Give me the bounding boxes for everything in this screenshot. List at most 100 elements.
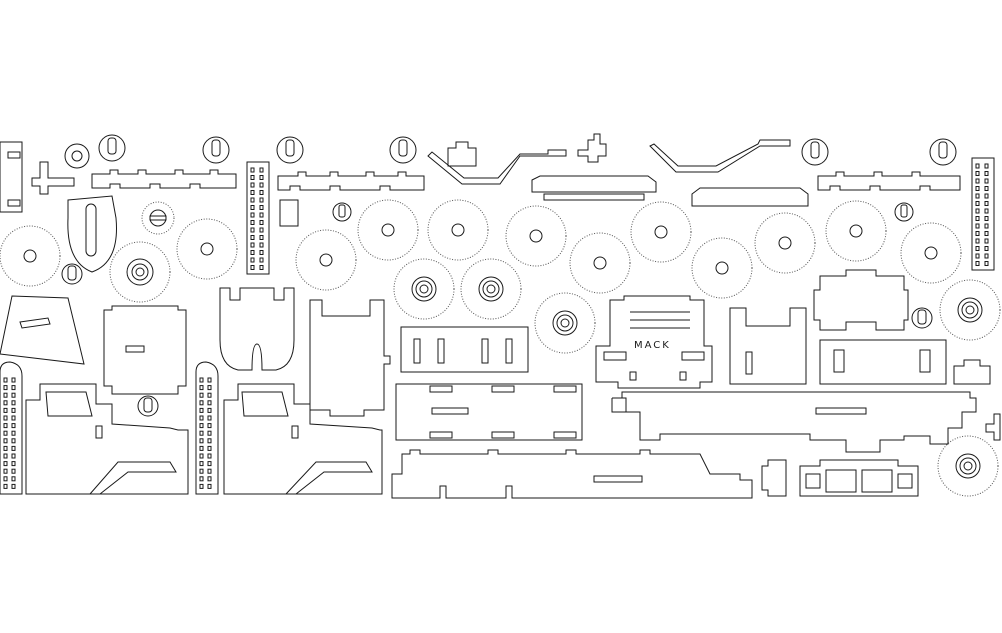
- perforation-hole: [199, 476, 204, 482]
- perforation-hole: [199, 392, 204, 398]
- perforation-hole: [199, 438, 204, 444]
- perforation-hole: [11, 445, 16, 451]
- perforation-hole: [259, 227, 264, 233]
- small-tab-part: [279, 199, 299, 227]
- clip-part: [985, 413, 1001, 441]
- perforation-hole: [984, 163, 989, 169]
- perforation-hole: [199, 385, 204, 391]
- grille-part: MACK: [595, 295, 713, 389]
- perforation-hole: [11, 461, 16, 467]
- perforation-hole: [3, 400, 8, 406]
- notch-clip-part: [577, 133, 607, 163]
- perforation-hole: [199, 453, 204, 459]
- t-connector-part: [31, 161, 75, 195]
- perforated-strip-part: [246, 161, 270, 275]
- slotted-plate-part: [400, 326, 529, 373]
- perforation-hole: [11, 483, 16, 489]
- perforation-hole: [975, 253, 980, 259]
- perforation-hole: [975, 186, 980, 191]
- perforation-hole: [975, 171, 980, 176]
- perforation-hole: [259, 175, 264, 180]
- wheel-part: [825, 200, 887, 262]
- perforation-hole: [3, 476, 8, 482]
- perforation-hole: [975, 208, 980, 214]
- hub-wheel-part: [109, 241, 171, 303]
- perforation-hole: [3, 430, 8, 436]
- perforation-hole: [984, 223, 989, 229]
- box-side-part: [729, 307, 807, 385]
- perforation-hole: [207, 392, 212, 398]
- perforation-hole: [199, 430, 204, 436]
- perforation-hole: [259, 242, 264, 248]
- perforation-hole: [199, 461, 204, 467]
- perforation-hole: [11, 453, 16, 459]
- perforation-hole: [199, 468, 204, 474]
- perforation-hole: [207, 377, 212, 383]
- pin-knob-part: [98, 134, 126, 162]
- perforation-hole: [975, 193, 980, 199]
- perforation-hole: [207, 423, 212, 429]
- perforation-hole: [3, 461, 8, 467]
- perforation-hole: [984, 201, 989, 206]
- pin-knob-part: [137, 395, 159, 417]
- tapered-plate-part: [531, 175, 657, 201]
- pin-knob-part: [894, 202, 914, 222]
- wheel-part: [505, 205, 567, 267]
- side-frame-part: [195, 361, 383, 495]
- perforation-hole: [259, 235, 264, 240]
- hub-wheel-part: [937, 435, 999, 497]
- trapezoid-plate-part: [0, 295, 85, 365]
- perforation-hole: [250, 265, 255, 270]
- perforation-hole: [207, 400, 212, 406]
- perforation-hole: [984, 186, 989, 191]
- bracket-part: [0, 141, 23, 213]
- wheel-part: [176, 218, 238, 280]
- perforation-hole: [11, 392, 16, 398]
- perforation-hole: [207, 483, 212, 489]
- perforation-hole: [250, 220, 255, 225]
- perforation-hole: [11, 430, 16, 436]
- perforation-hole: [975, 201, 980, 206]
- perforation-hole: [3, 445, 8, 451]
- perforation-hole: [199, 445, 204, 451]
- perforation-hole: [975, 216, 980, 221]
- perforation-hole: [259, 197, 264, 203]
- perforation-hole: [3, 453, 8, 459]
- grille-engraving: MACK: [634, 340, 671, 351]
- perforation-hole: [984, 238, 989, 244]
- perforation-hole: [259, 167, 264, 173]
- base-plate-part: [395, 383, 583, 441]
- fender-plate-part: [67, 195, 117, 273]
- perforation-hole: [250, 242, 255, 248]
- perforation-hole: [207, 438, 212, 444]
- hub-wheel-part: [460, 258, 522, 320]
- perforation-hole: [250, 257, 255, 263]
- hub-wheel-part: [393, 258, 455, 320]
- wheel-part: [630, 201, 692, 263]
- angled-arm-part: [427, 141, 567, 185]
- wheel-part: [691, 237, 753, 299]
- perforation-hole: [250, 167, 255, 173]
- perforation-hole: [259, 265, 264, 270]
- small-tab-part: [953, 359, 991, 385]
- perforation-hole: [207, 445, 212, 451]
- perforation-hole: [984, 216, 989, 221]
- perforation-hole: [975, 238, 980, 244]
- perforation-hole: [975, 223, 980, 229]
- perforation-hole: [984, 246, 989, 251]
- perforation-hole: [207, 453, 212, 459]
- perforation-hole: [984, 208, 989, 214]
- perforation-hole: [259, 212, 264, 218]
- perforation-hole: [3, 468, 8, 474]
- parts-layer: MACK: [0, 133, 1001, 499]
- perforation-hole: [11, 400, 16, 406]
- perforation-hole: [207, 415, 212, 421]
- chassis-rail-long-part: [611, 391, 977, 453]
- perforation-hole: [250, 175, 255, 180]
- wheel-part: [754, 212, 816, 274]
- perforation-hole: [975, 231, 980, 236]
- perforation-hole: [3, 377, 8, 383]
- perforation-hole: [3, 385, 8, 391]
- perforation-hole: [975, 163, 980, 169]
- perforation-hole: [199, 407, 204, 413]
